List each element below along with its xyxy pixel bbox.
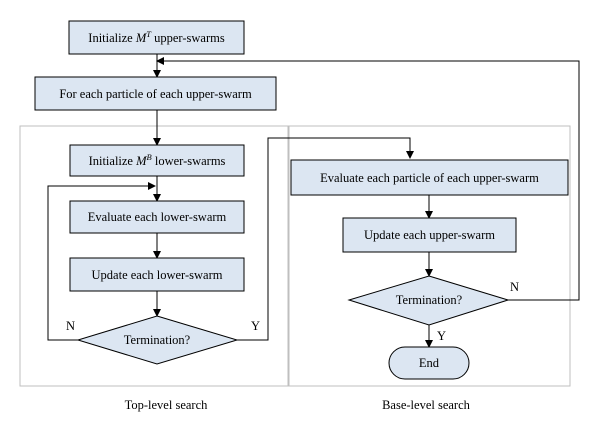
node-init-lower-swarms: Initialize MB lower-swarms <box>69 144 245 177</box>
base-level-search-group <box>288 125 571 387</box>
caption-base-level-search: Base-level search <box>382 398 471 412</box>
node-termination-lower: Termination? <box>76 315 239 365</box>
svg-text:Initialize MT upper-swarms: Initialize MT upper-swarms <box>88 29 225 45</box>
edge-label-upper-no: N <box>510 280 519 294</box>
edge-term-lower-no-loop <box>47 182 156 341</box>
node-evaluate-upper-particles: Evaluate each particle of each upper-swa… <box>290 159 569 196</box>
edge-term-lower-yes-to-eval-upper <box>237 137 414 341</box>
node-update-upper-swarm: Update each upper-swarm <box>342 217 517 253</box>
edge-term-upper-no-loop <box>156 57 580 301</box>
svg-text:Evaluate each lower-swarm: Evaluate each lower-swarm <box>88 210 227 224</box>
top-level-search-group <box>19 125 289 387</box>
svg-text:Update each upper-swarm: Update each upper-swarm <box>364 228 495 242</box>
node-termination-upper: Termination? <box>347 275 510 326</box>
edges <box>47 54 580 348</box>
svg-text:Termination?: Termination? <box>396 293 463 307</box>
svg-text:Initialize MB lower-swarms: Initialize MB lower-swarms <box>89 152 226 168</box>
node-init-upper-swarms: Initialize MT upper-swarms <box>68 20 245 55</box>
svg-text:Termination?: Termination? <box>124 333 191 347</box>
caption-top-level-search: Top-level search <box>125 398 209 412</box>
edge-label-lower-no: N <box>66 319 75 333</box>
svg-text:End: End <box>419 356 440 370</box>
svg-text:For each particle of each uppe: For each particle of each upper-swarm <box>59 87 252 101</box>
edge-label-upper-yes: Y <box>437 329 446 343</box>
edge-label-lower-yes: Y <box>251 319 260 333</box>
svg-text:Evaluate each particle of each: Evaluate each particle of each upper-swa… <box>320 171 539 185</box>
svg-text:Update each lower-swarm: Update each lower-swarm <box>92 268 223 282</box>
node-evaluate-lower-swarm: Evaluate each lower-swarm <box>69 200 245 234</box>
node-end: End <box>388 346 470 380</box>
node-for-each-particle: For each particle of each upper-swarm <box>34 76 277 111</box>
node-update-lower-swarm: Update each lower-swarm <box>69 257 245 292</box>
